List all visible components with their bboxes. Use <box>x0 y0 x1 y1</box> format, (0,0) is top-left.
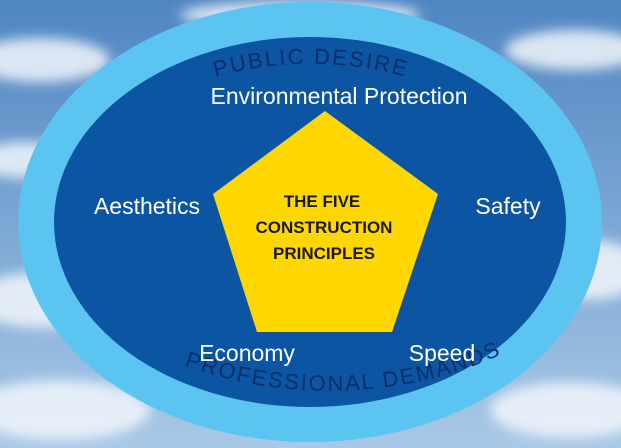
label-economy: Economy <box>199 340 295 366</box>
center-title: THE FIVE CONSTRUCTION PRINCIPLES <box>256 192 393 263</box>
cloud <box>0 380 150 440</box>
principle-labels: Environmental Protection Aesthetics Safe… <box>94 83 541 366</box>
label-safety: Safety <box>475 193 541 219</box>
label-aesthetics: Aesthetics <box>94 193 200 219</box>
center-title-line2: CONSTRUCTION <box>256 218 393 237</box>
label-speed: Speed <box>409 340 476 366</box>
label-environmental-protection: Environmental Protection <box>211 83 468 109</box>
center-title-line1: THE FIVE <box>284 192 361 211</box>
center-title-line3: PRINCIPLES <box>273 244 375 263</box>
cloud <box>490 382 621 438</box>
cloud <box>505 30 621 70</box>
center-pentagon <box>213 111 438 332</box>
cloud <box>0 38 110 82</box>
